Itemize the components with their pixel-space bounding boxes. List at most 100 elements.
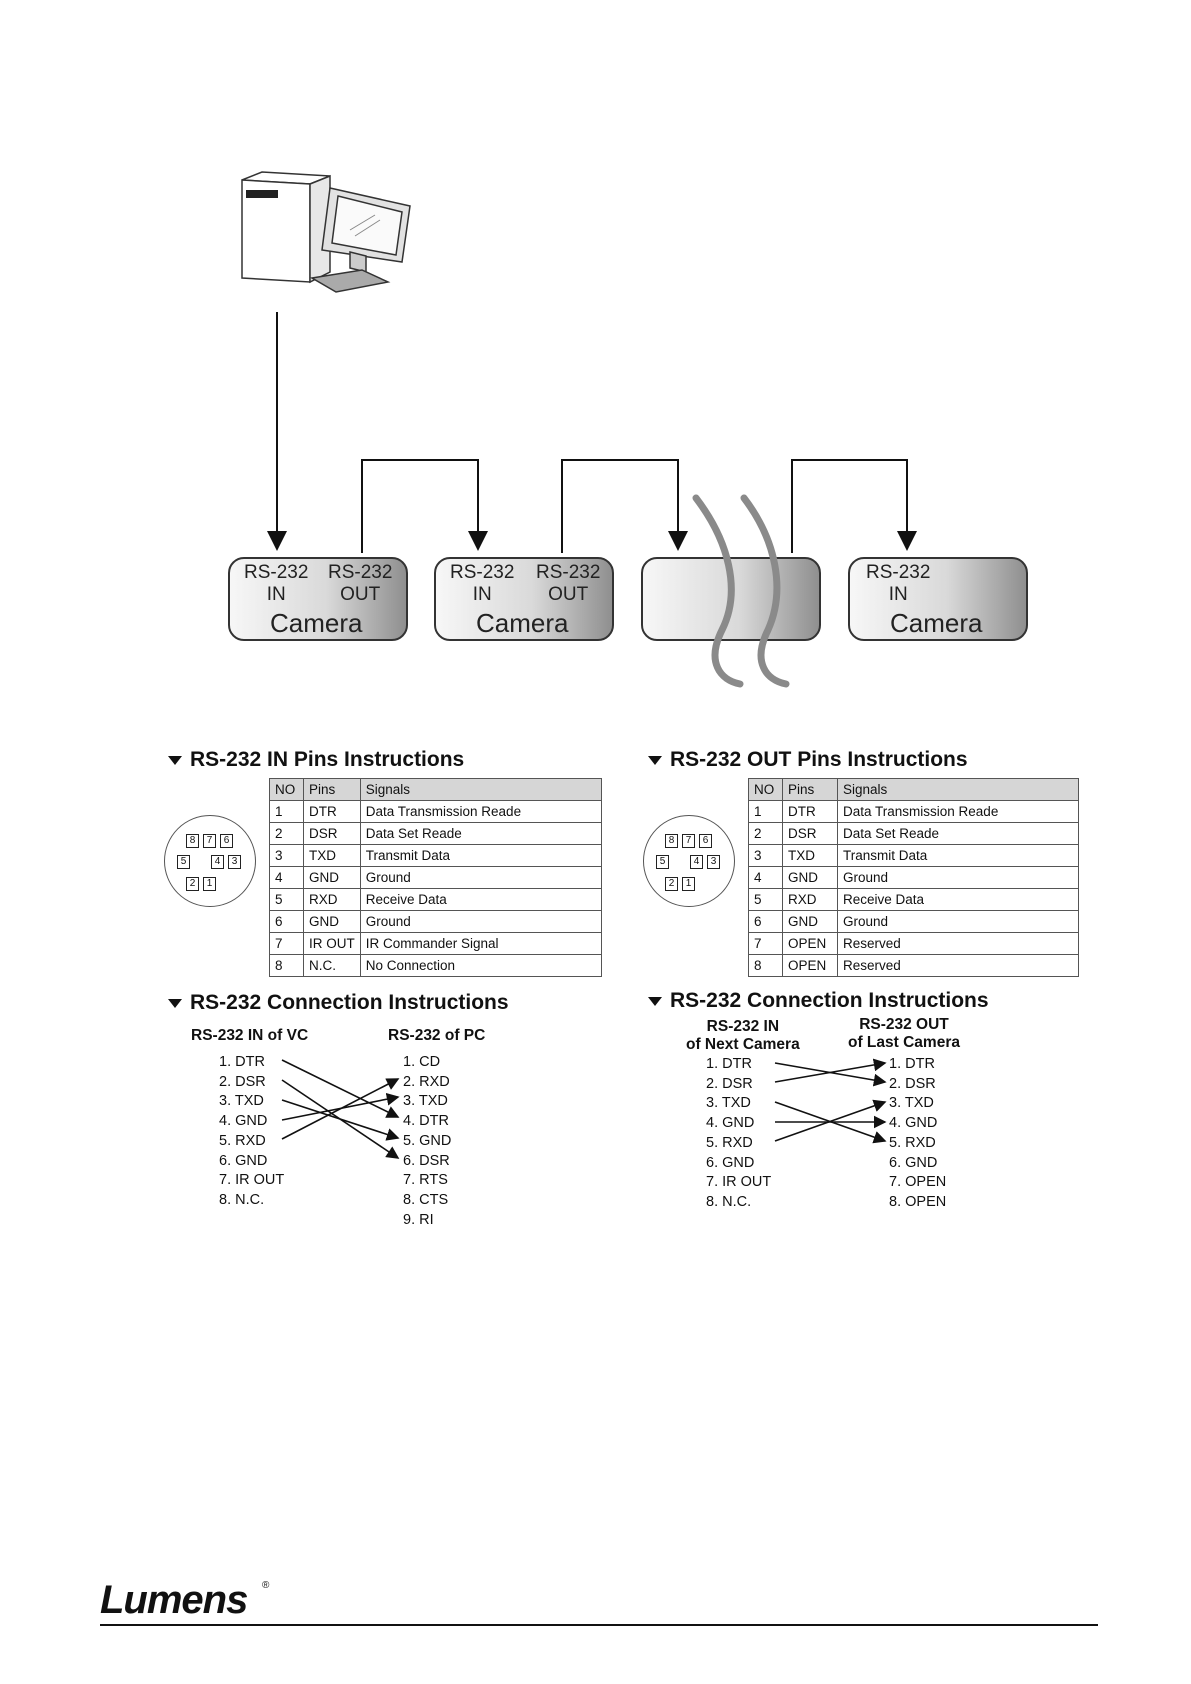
rs232-in-label: RS-232 IN (866, 562, 931, 605)
lumens-logo: Lumens (100, 1578, 248, 1622)
pin-box: 7 (203, 834, 216, 848)
col-header: Signals (359, 778, 602, 801)
cell: 2 (748, 822, 783, 845)
pin-box: 5 (177, 855, 190, 869)
conn-left-heading: RS-232 Connection Instructions (168, 991, 509, 1015)
list-item: 6. DSR (403, 1152, 450, 1169)
cell: 1 (269, 800, 304, 823)
cell: 8 (748, 954, 783, 977)
heading-text: RS-232 OUT Pins Instructions (670, 748, 968, 771)
triangle-bullet-icon (648, 996, 662, 1006)
cell: Receive Data (359, 888, 602, 911)
table-header-row: NO Pins Signals (269, 778, 602, 801)
list-item: 8. OPEN (889, 1193, 947, 1210)
camera-label: Camera (890, 608, 983, 638)
list-item: 2. RXD (403, 1073, 450, 1090)
list-item: 5. RXD (889, 1134, 936, 1151)
vc-in-list: 1. DTR 2. DSR 3. TXD 4. GND 5. RXD 6. GN… (219, 1053, 284, 1211)
list-item: 4. GND (706, 1115, 755, 1132)
list-item: 1. DTR (706, 1056, 752, 1072)
cell: GND (303, 866, 361, 889)
list-item: 1. DTR (889, 1056, 935, 1072)
list-item: 5. RXD (706, 1134, 753, 1151)
cell: DSR (782, 822, 838, 845)
pin-box: 4 (211, 855, 224, 869)
cell: Ground (359, 866, 602, 889)
list-item: 8. N.C. (219, 1191, 265, 1208)
in-pins-heading: RS-232 IN Pins Instructions (168, 748, 464, 772)
camera-box-1: RS-232 IN RS-232 OUT Camera (228, 557, 408, 641)
cell: Reserved (837, 932, 1079, 955)
col-header: NO (269, 778, 304, 801)
list-item: 1. CD (403, 1054, 441, 1070)
pin-box: 1 (203, 877, 216, 891)
col-header: NO (748, 778, 783, 801)
list-item: 6. GND (219, 1152, 268, 1169)
pin-box: 8 (186, 834, 199, 848)
cell: IR Commander Signal (359, 932, 602, 955)
pin-box: 6 (699, 834, 712, 848)
cell: 4 (748, 866, 783, 889)
cell: 2 (269, 822, 304, 845)
cell: Data Set Reade (359, 822, 602, 845)
connection-lines (267, 312, 917, 553)
rs232-in-label: RS-232 IN (450, 562, 515, 605)
pc-list: 1. CD 2. RXD 3. TXD 4. DTR 5. GND 6. DSR… (403, 1053, 451, 1230)
pin-box: 2 (665, 877, 678, 891)
pin-box: 3 (707, 855, 720, 869)
cell: Data Set Reade (837, 822, 1079, 845)
cell: Ground (837, 866, 1079, 889)
cell: IR OUT (303, 932, 361, 955)
col-header: Signals (837, 778, 1079, 801)
camera-label: Camera (476, 608, 569, 638)
cell: RXD (303, 888, 361, 911)
daisy-chain-diagram (241, 171, 917, 553)
cell: N.C. (303, 954, 361, 977)
pin-box: 3 (228, 855, 241, 869)
pin-box: 7 (682, 834, 695, 848)
cell: DSR (303, 822, 361, 845)
cell: 7 (269, 932, 304, 955)
cell: 5 (748, 888, 783, 911)
cell: 3 (748, 844, 783, 867)
list-item: 6. GND (889, 1154, 938, 1171)
pin-box: 2 (186, 877, 199, 891)
rs232-in-label: RS-232 IN (244, 562, 309, 605)
vc-in-title: RS-232 IN of VC (191, 1027, 309, 1044)
table-header-row: NO Pins Signals (748, 778, 1079, 801)
cell: RXD (782, 888, 838, 911)
triangle-bullet-icon (648, 755, 662, 765)
list-item: 3. TXD (889, 1095, 934, 1112)
cell: No Connection (359, 954, 602, 977)
col-header: Pins (782, 778, 838, 801)
cell: 6 (748, 910, 783, 933)
cell: 3 (269, 844, 304, 867)
camera-box-4: RS-232 IN Camera (848, 557, 1028, 641)
cell: GND (782, 910, 838, 933)
camera-box-2: RS-232 IN RS-232 OUT Camera (434, 557, 614, 641)
rs232-out-label: RS-232 OUT (328, 562, 393, 605)
last-camera-list: 1. DTR 2. DSR 3. TXD 4. GND 5. RXD 6. GN… (889, 1055, 946, 1213)
list-item: 7. RTS (403, 1172, 448, 1189)
footer-divider (100, 1624, 1098, 1626)
rs232-out-label: RS-232 OUT (536, 562, 601, 605)
list-item: 7. IR OUT (219, 1172, 285, 1189)
col-header: Pins (303, 778, 361, 801)
cell: Reserved (837, 954, 1079, 977)
cell: DTR (782, 800, 838, 823)
list-item: 2. DSR (706, 1075, 753, 1092)
list-item: 4. GND (889, 1115, 938, 1132)
db9-connector-icon: 8 7 6 5 4 3 2 1 (164, 815, 256, 907)
